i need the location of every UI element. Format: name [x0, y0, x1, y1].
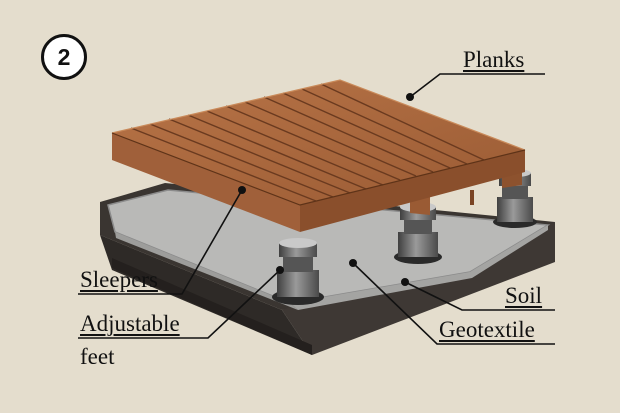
- label-adjustable: Adjustable: [80, 311, 180, 336]
- deck-planks: [111, 79, 526, 232]
- leader-lines: [78, 73, 555, 345]
- sleepers-leader: [78, 189, 243, 295]
- leader-dots: [238, 93, 414, 286]
- label-soil: Soil: [505, 283, 543, 308]
- label-sleepers: Sleepers: [80, 267, 158, 292]
- label-feet: feet: [80, 344, 115, 369]
- label-planks: Planks: [463, 47, 525, 72]
- label-geotextile: Geotextile: [439, 317, 535, 342]
- geotextile-leader: [352, 262, 555, 345]
- step-number-badge: 2: [41, 34, 87, 80]
- soil-leader: [404, 281, 555, 311]
- pedestal-foot-front: [272, 238, 324, 305]
- planks-leader: [409, 73, 545, 98]
- adjustable-feet-leader: [78, 269, 281, 339]
